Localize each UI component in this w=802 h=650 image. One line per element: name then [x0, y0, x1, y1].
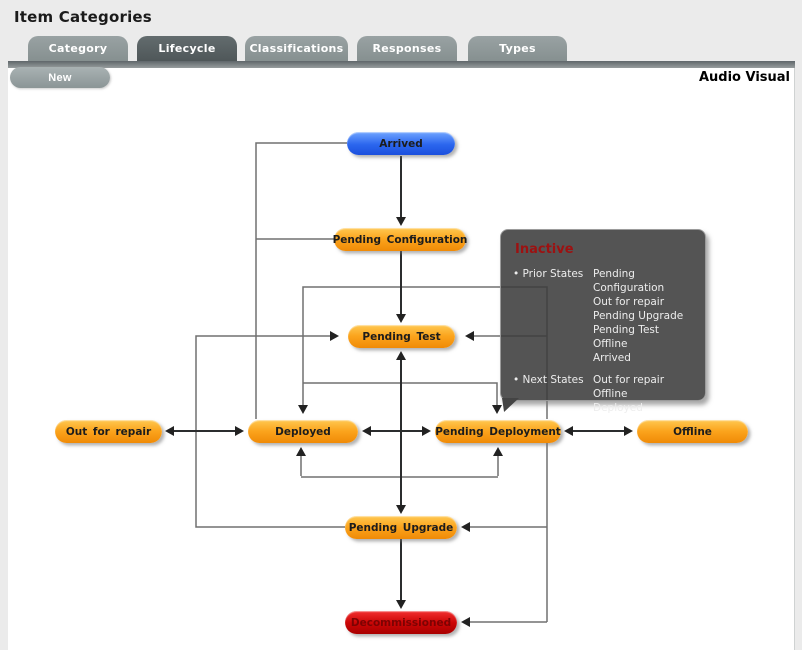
tooltip-title: Inactive: [515, 242, 574, 257]
node-arrived[interactable]: Arrived: [347, 132, 455, 155]
arrowheads: [165, 217, 633, 627]
main-flow-lines: [174, 156, 625, 602]
page-title: Item Categories: [14, 8, 152, 26]
tab-classifications[interactable]: Classifications: [245, 36, 348, 61]
state-tooltip: Inactive Prior States Pending Configurat…: [500, 229, 706, 414]
next-states-values: Out for repair Offline Deployed: [593, 374, 665, 414]
node-offline[interactable]: Offline: [637, 420, 748, 443]
node-deployed[interactable]: Deployed: [248, 420, 358, 443]
node-pending-deployment[interactable]: Pending Deployment: [435, 420, 561, 443]
category-context-label: Audio Visual: [698, 70, 790, 85]
node-decommissioned[interactable]: Decommissioned: [345, 611, 457, 634]
node-out-for-repair[interactable]: Out for repair: [55, 420, 162, 443]
node-pending-test[interactable]: Pending Test: [348, 325, 455, 348]
tab-underline-bar: [8, 61, 795, 68]
tooltip-next-states-row: Next States Out for repair Offline Deplo…: [513, 373, 697, 415]
prior-states-label: Prior States: [513, 267, 593, 365]
tab-types[interactable]: Types: [468, 36, 567, 61]
next-states-label: Next States: [513, 373, 593, 415]
prior-states-values: Pending Configuration Out for repair Pen…: [593, 268, 684, 364]
tab-category[interactable]: Category: [28, 36, 128, 61]
tab-lifecycle[interactable]: Lifecycle: [137, 36, 237, 61]
node-pending-configuration[interactable]: Pending Configuration: [333, 228, 467, 251]
tab-responses[interactable]: Responses: [357, 36, 457, 61]
bypass-lines: [195, 142, 548, 623]
new-button[interactable]: New: [10, 67, 110, 88]
node-pending-upgrade[interactable]: Pending Upgrade: [345, 516, 457, 539]
tooltip-prior-states-row: Prior States Pending Configuration Out f…: [513, 267, 697, 365]
